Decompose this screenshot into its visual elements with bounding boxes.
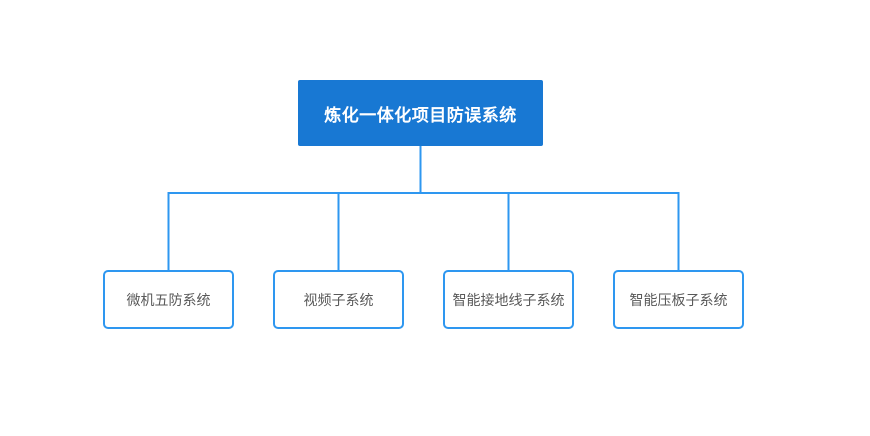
child-node-4[interactable]: 智能压板子系统 <box>613 270 744 329</box>
child-node-1[interactable]: 微机五防系统 <box>103 270 234 329</box>
child-node-3-label: 智能接地线子系统 <box>452 292 565 309</box>
child-node-3[interactable]: 智能接地线子系统 <box>443 270 574 329</box>
root-node[interactable]: 炼化一体化项目防误系统 <box>298 80 543 146</box>
root-node-label: 炼化一体化项目防误系统 <box>324 105 517 126</box>
child-node-4-label: 智能压板子系统 <box>629 292 728 309</box>
child-node-2[interactable]: 视频子系统 <box>273 270 404 329</box>
child-node-2-label: 视频子系统 <box>303 292 374 309</box>
child-node-1-label: 微机五防系统 <box>126 292 211 309</box>
